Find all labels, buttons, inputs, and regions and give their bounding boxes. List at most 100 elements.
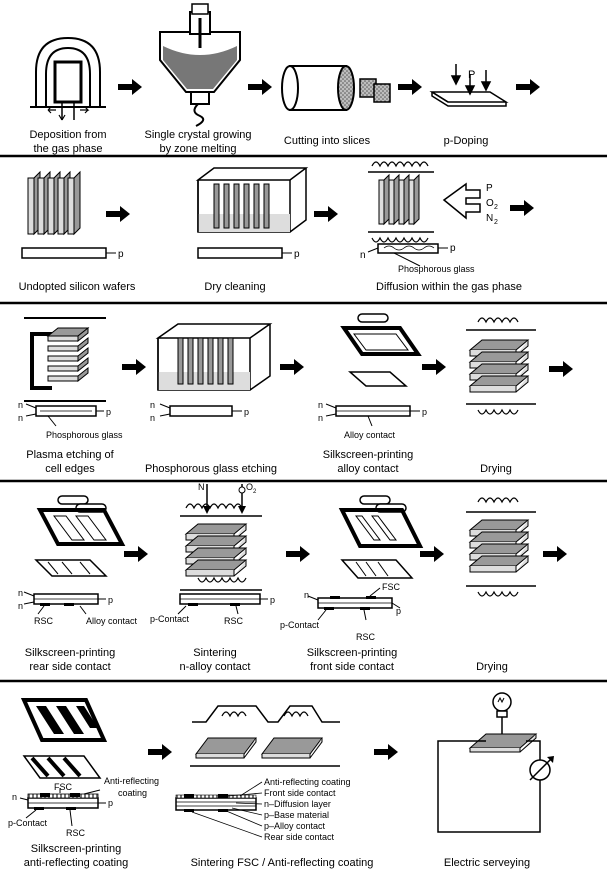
phosphorous-glass-note: Phosphorous glass	[46, 430, 123, 440]
layer-n-label: n	[150, 413, 155, 423]
rsc-label: RSC	[356, 632, 376, 642]
rsc-label: RSC	[66, 828, 86, 838]
step-caption: Single crystal growing	[145, 129, 252, 141]
alloy-contact-note: Alloy contact	[344, 430, 396, 440]
measurement-circuit-icon	[437, 692, 554, 833]
anti-reflecting-label: coating	[118, 788, 147, 798]
step-caption: Drying	[476, 661, 508, 673]
step-caption: Sintering FSC / Anti-reflecting coating	[191, 857, 374, 869]
step-caption: Deposition from	[29, 129, 106, 141]
step-caption: Diffusion within the gas phase	[376, 281, 522, 293]
layer-n-label: n	[150, 400, 155, 410]
sintering-furnace-icon	[175, 705, 340, 838]
layer-p-label: p	[396, 606, 401, 616]
silkscreen-printer-icon	[23, 495, 126, 615]
step-caption: the gas phase	[33, 143, 102, 155]
legend-p-alloy: p–Alloy contact	[264, 821, 326, 831]
step-caption: Silkscreen-printing	[307, 647, 397, 659]
layer-p-label: p	[108, 798, 113, 808]
layer-n-label: n	[318, 413, 323, 423]
step-caption: Phosphorous glass etching	[145, 463, 277, 475]
legend-rear-side-contact: Rear side contact	[264, 832, 335, 842]
gas-oxygen-subscript: 2	[494, 204, 498, 211]
gas-nitrogen: N	[486, 213, 493, 224]
step-caption: Silkscreen-printing	[31, 843, 121, 855]
layer-n-label: n	[18, 588, 23, 598]
layer-p-label: p	[450, 243, 456, 254]
step-caption: front side contact	[310, 661, 394, 673]
step-caption: Cutting into slices	[284, 135, 371, 147]
layer-p-label: p	[270, 595, 275, 605]
p-contact-label: p-Contact	[280, 620, 320, 630]
gas-phosphorus: P	[486, 183, 493, 194]
deposition-reactor-icon	[30, 36, 106, 121]
silkscreen-printer-icon	[325, 313, 422, 427]
step-caption: anti-reflecting coating	[24, 857, 129, 869]
legend-anti-reflecting: Anti-reflecting coating	[264, 777, 351, 787]
layer-n-label: n	[18, 601, 23, 611]
wafer-type-label: p	[118, 249, 124, 260]
layer-n-label: n	[12, 792, 17, 802]
legend-n-diffusion: n–Diffusion layer	[264, 799, 331, 809]
sintering-oven-icon	[177, 484, 268, 615]
zone-melting-crucible-icon	[159, 3, 241, 127]
step-caption: alloy contact	[337, 463, 398, 475]
p-contact-label: p-Contact	[150, 614, 190, 624]
wafer-type-label: p	[294, 249, 300, 260]
cleaning-bath-icon	[195, 167, 309, 259]
step-caption: Drying	[480, 463, 512, 475]
nitrogen-label: N	[198, 482, 205, 492]
silicon-ingot-icon	[281, 65, 391, 111]
step-caption: Plasma etching of	[26, 449, 114, 461]
step-caption: Electric serveying	[444, 857, 530, 869]
gas-oxygen: O	[486, 198, 494, 209]
layer-n-label: n	[360, 250, 366, 261]
layer-n-label: n	[318, 400, 323, 410]
step-caption: rear side contact	[29, 661, 110, 673]
oxygen-subscript: 2	[253, 489, 257, 495]
layer-p-label: p	[422, 407, 427, 417]
alloy-contact-label: Alloy contact	[86, 616, 138, 626]
step-caption: by zone melting	[159, 143, 236, 155]
step-caption: Undopted silicon wafers	[19, 281, 136, 293]
p-contact-label: p-Contact	[8, 818, 48, 828]
step-caption: cell edges	[45, 463, 95, 475]
fsc-label: FSC	[54, 782, 73, 792]
step-captions: Deposition from the gas phase Single cry…	[19, 129, 531, 869]
anti-reflecting-label: Anti-reflecting	[104, 776, 159, 786]
diffusion-furnace-icon	[367, 161, 481, 267]
wafer-stack-icon	[21, 170, 116, 259]
drying-oven-icon	[466, 317, 536, 415]
p-doping-wafer-icon: P	[429, 64, 509, 107]
row-separators	[0, 154, 607, 683]
flow-arrows	[106, 79, 573, 760]
phosphorous-glass-note: Phosphorous glass	[398, 264, 475, 274]
dopant-letter: P	[468, 69, 475, 81]
layer-p-label: p	[244, 407, 249, 417]
step-caption: p-Doping	[444, 135, 489, 147]
layer-n-label: n	[18, 400, 23, 410]
silkscreen-printer-icon	[19, 698, 108, 827]
legend-front-side-contact: Front side contact	[264, 788, 336, 798]
layer-n-label: n	[304, 590, 309, 600]
silkscreen-printer-icon	[307, 495, 424, 621]
layer-p-label: p	[108, 595, 113, 605]
step-caption: Sintering	[193, 647, 236, 659]
etching-bath-icon	[155, 323, 273, 417]
layer-p-label: p	[106, 407, 111, 417]
step-caption: Silkscreen-printing	[323, 449, 413, 461]
rsc-label: RSC	[224, 616, 244, 626]
rsc-label: RSC	[34, 616, 54, 626]
step-caption: n-alloy contact	[180, 661, 251, 673]
legend-p-base: p–Base material	[264, 810, 329, 820]
oxygen-label: O	[246, 482, 253, 492]
step-caption: Silkscreen-printing	[25, 647, 115, 659]
plasma-etching-chamber-icon	[24, 317, 106, 427]
gas-nitrogen-subscript: 2	[494, 219, 498, 226]
fsc-label: FSC	[382, 582, 401, 592]
step-caption: Dry cleaning	[204, 281, 265, 293]
layer-n-label: n	[18, 413, 23, 423]
drying-oven-icon	[466, 497, 536, 597]
